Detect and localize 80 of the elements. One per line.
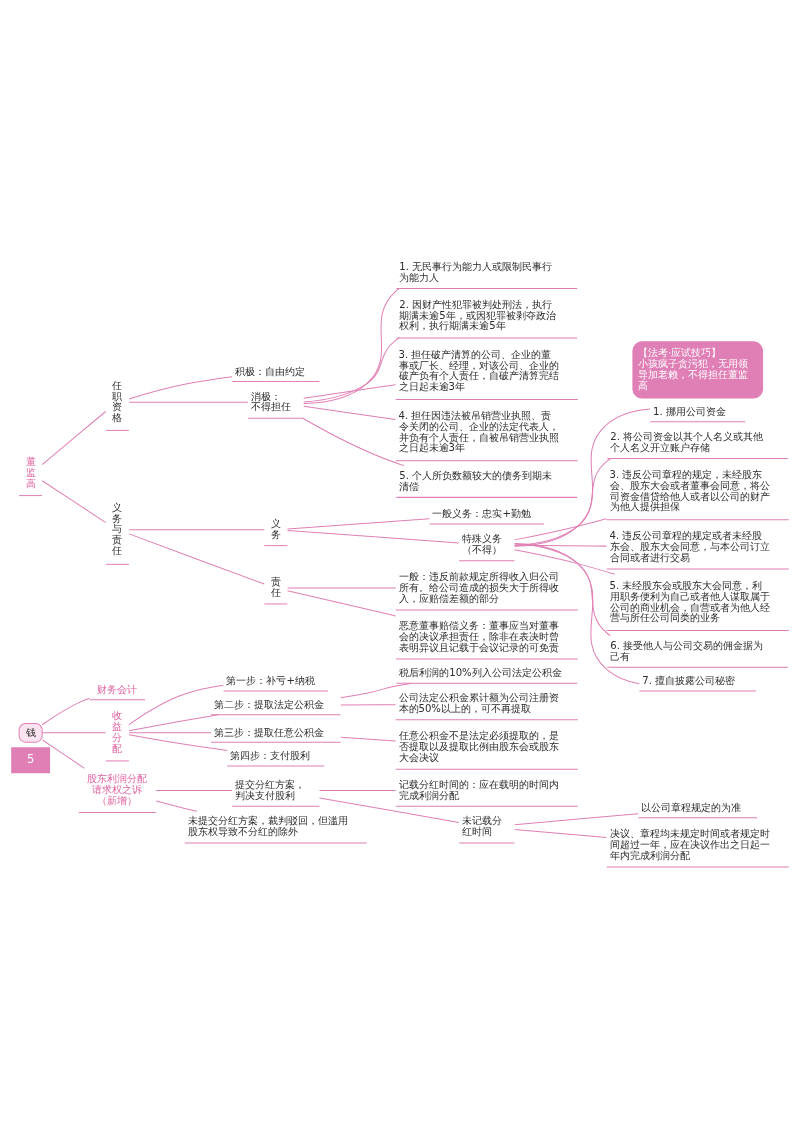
connector <box>340 736 397 742</box>
connector <box>41 480 107 524</box>
node-text: 股东利润分配请求权之诉（新增） <box>87 773 148 806</box>
node-text: 决议、章程均未规定时间或者规定时间超过一年，应在决议作出之日起一年内完成利润分配 <box>609 828 770 861</box>
node-text: 4. 违反公司章程的规定或者未经股东会、股东大会同意，与本公司订立合同或者进行交易 <box>609 529 770 563</box>
node-text: 5. 个人所负数额较大的债务到期未清偿 <box>399 469 553 492</box>
node-text: 第一步：补亏+纳税 <box>226 675 315 687</box>
connector <box>128 684 224 726</box>
connector <box>287 518 430 530</box>
node-text: 消极：不得担任 <box>250 390 291 413</box>
connector <box>514 518 607 541</box>
connector <box>303 384 397 399</box>
node-text: 收益分配 <box>112 710 123 754</box>
node-text: 税后利润的10%列入公司法定公积金 <box>399 667 562 679</box>
node-text: 以公司章程规定的为准 <box>641 802 742 814</box>
connector <box>514 458 611 547</box>
connector <box>41 411 107 466</box>
node-text: 提交分红方案，判决支付股利 <box>235 778 306 801</box>
node-text: 财务会计 <box>97 684 138 696</box>
node-text: 7. 擅自披露公司秘密 <box>642 675 736 687</box>
connector <box>514 542 640 685</box>
node-text: 未记载分红时间 <box>461 815 502 838</box>
connector <box>128 533 265 585</box>
node-text: 积极：自由约定 <box>235 365 306 377</box>
connector <box>287 587 397 589</box>
node-text: 恶意董事赔偿义务：董事应当对董事会的决议承担责任，除非在表决时曾表明异议且记载于会议记录的可免责 <box>398 619 559 653</box>
node-text: 第四步：支付股利 <box>230 750 311 762</box>
connector <box>340 704 397 706</box>
connector <box>41 739 86 769</box>
connector <box>128 732 212 734</box>
node-text: 2. 将公司资金以其个人名义或其他个人名义开立账户存储 <box>610 430 764 453</box>
node-text: 4. 担任因违法被吊销营业执照、责令关闭的公司、企业的法定代表人，并负有个人责任，自被吊销营业执照之日起未逾3年 <box>398 410 559 454</box>
node-text: 1. 挪用公司资金 <box>653 406 726 418</box>
connector <box>303 288 400 405</box>
node-text: 义务与责任 <box>112 501 123 557</box>
connector <box>318 789 397 791</box>
connector <box>340 682 413 699</box>
connector <box>155 789 233 791</box>
node-text: 6. 接受他人与公司交易的佣金据为己有 <box>610 639 764 662</box>
node-text: 2. 因财产性犯罪被判处刑法，执行期满未逾5年，或因犯罪被剥夺政治权利，执行期满未逾5年 <box>399 298 556 332</box>
connector <box>41 697 90 726</box>
node-text: 董监高 <box>25 456 36 490</box>
node-box: 钱 <box>18 722 43 743</box>
node-text: 责任 <box>270 576 281 599</box>
connector <box>303 337 400 403</box>
node-text: 特殊义务（不得） <box>461 533 502 555</box>
connector <box>514 813 639 826</box>
node-text: 义务 <box>270 518 281 540</box>
connector <box>128 734 228 751</box>
node-text: 5. 未经股东会或股东大会同意，利用职务便利为自己或者他人谋取属于公司的商业机会，自营或者为他人经营与所任公司同类的业务 <box>609 579 770 624</box>
node-text: 未提交分红方案，裁判驳回，但滥用股东权导致不分红的除外 <box>187 815 348 838</box>
node-text: 3. 担任破产清算的公司、企业的董事或厂长、经理，对该公司、企业的破产负有个人责任，自破产清算完结之日起未逾3年 <box>398 348 559 393</box>
connector <box>318 797 460 823</box>
connector <box>155 800 198 812</box>
connector <box>302 417 405 467</box>
connector <box>514 408 651 547</box>
node-text: 任意公积金不是法定必须提取的，是否提取以及提取比例由股东会或股东大会决议 <box>398 730 559 763</box>
connector <box>514 549 616 575</box>
connector <box>128 376 233 400</box>
connector <box>41 732 107 734</box>
node-text: 任职资格 <box>112 379 123 424</box>
connector <box>128 714 219 732</box>
connector <box>303 405 397 420</box>
node-text: 第二步：提取法定公积金 <box>213 699 324 711</box>
node-box: 【法考·应试技巧】 小孩疯子贪污犯，无用领导加老赖，不得担任董监高 <box>632 341 764 399</box>
connector <box>287 590 397 617</box>
node-text: 3. 违反公司章程的规定，未经股东会、股东大会或者董事会同意，将公司资金借贷给他人或者以公司的财产为他人提供担保 <box>609 469 770 513</box>
node-text: 记载分红时间的：应在载明的时间内完成利润分配 <box>398 778 559 801</box>
node-text: 1. 无民事行为能力人或限制民事行为能力人 <box>399 260 553 283</box>
node-text: 第三步：提取任意公积金 <box>213 726 324 738</box>
connector <box>287 530 460 544</box>
node-text: 公司法定公积金累计额为公司注册资本的50%以上的，可不再提取 <box>398 692 559 715</box>
connector <box>514 829 607 838</box>
node-text: 一般义务：忠实+勤勉 <box>432 508 531 520</box>
node-text: 一般：违反前款规定所得收入归公司所有。给公司造成的损失大于所得收入，应赔偿差额的部分 <box>398 570 559 604</box>
connector <box>514 544 607 547</box>
connector <box>128 401 249 403</box>
label: 5 <box>26 751 35 766</box>
connector <box>514 543 611 637</box>
connector <box>128 529 265 531</box>
